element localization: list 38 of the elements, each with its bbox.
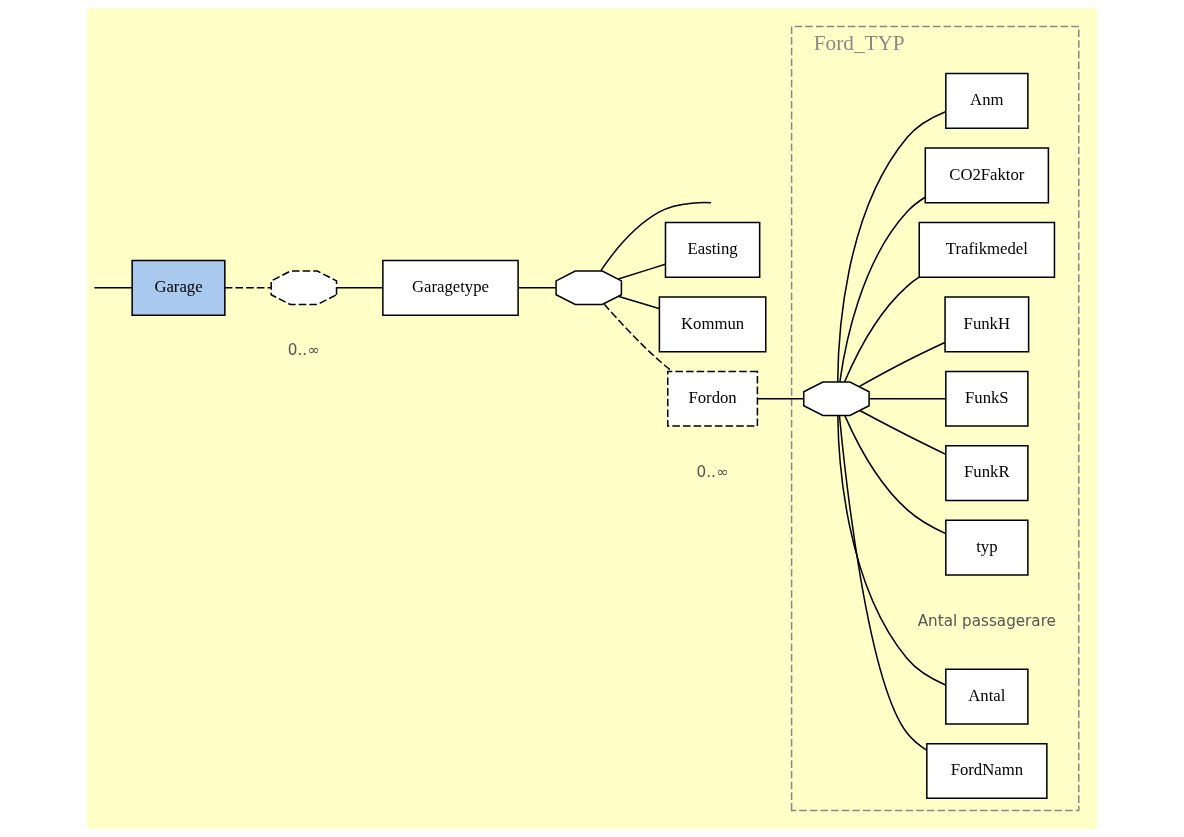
node-box: Garagetype <box>382 259 519 316</box>
connector <box>843 276 920 383</box>
connector <box>224 287 272 289</box>
connector <box>517 287 557 289</box>
node-label: 0..∞ <box>287 341 320 360</box>
connector <box>844 415 947 535</box>
node-box: Antal <box>945 668 1029 725</box>
node-box: FunkS <box>945 370 1029 427</box>
connector <box>859 410 947 456</box>
node-box: Fordon <box>667 370 759 427</box>
connector <box>599 201 712 272</box>
node-box: FunkH <box>944 296 1030 353</box>
connector <box>839 196 926 383</box>
node-label: 0..∞ <box>696 463 729 481</box>
node-octagon <box>270 270 338 306</box>
node-box: FunkR <box>945 445 1029 502</box>
connector <box>868 398 947 400</box>
connector <box>838 414 928 751</box>
node-box: Anm <box>945 72 1029 130</box>
connector <box>335 287 384 289</box>
connector <box>603 303 673 373</box>
connector <box>836 111 947 383</box>
node-label: Antal passagerare <box>917 611 1056 630</box>
node-box: Garage <box>131 259 226 316</box>
node-box: typ <box>945 519 1029 576</box>
connector <box>756 398 805 400</box>
connector <box>858 341 946 388</box>
node-box: Trafikmedel <box>918 221 1056 278</box>
node-octagon <box>803 381 870 417</box>
connector <box>618 295 660 310</box>
node-box: Kommun <box>658 296 767 353</box>
node-octagon <box>555 270 623 306</box>
connector <box>93 287 133 289</box>
connector <box>837 414 947 686</box>
node-box: CO2Faktor <box>924 147 1050 204</box>
node-box: FordNamn <box>926 742 1048 800</box>
node-box: Easting <box>664 221 761 278</box>
connector <box>617 263 666 280</box>
